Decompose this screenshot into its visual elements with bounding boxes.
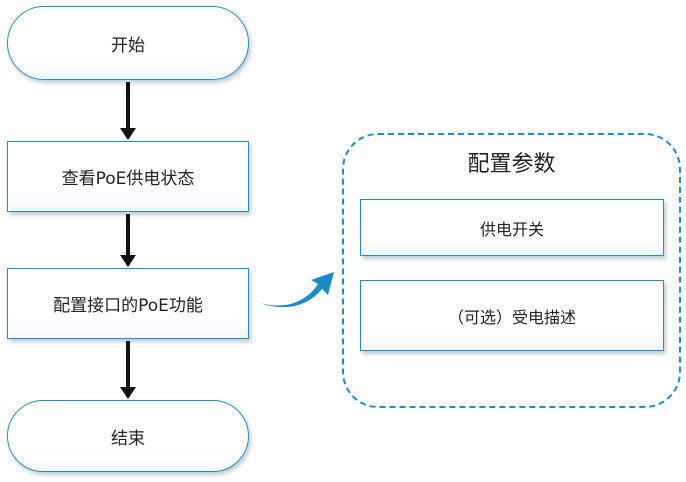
param-power-switch-label: 供电开关	[479, 219, 544, 239]
param-power-switch: 供电开关	[360, 199, 664, 256]
arrow-down-icon	[120, 341, 136, 399]
end-node: 结束	[7, 400, 249, 472]
end-label: 结束	[111, 428, 145, 449]
configure-poe-step: 配置接口的PoE功能	[7, 268, 249, 339]
start-node: 开始	[7, 6, 249, 80]
start-label: 开始	[111, 35, 145, 56]
check-poe-status-label: 查看PoE供电状态	[61, 169, 195, 189]
check-poe-status-step: 查看PoE供电状态	[7, 141, 249, 212]
param-pd-description-label: （可选）受电描述	[447, 307, 576, 327]
config-params-title: 配置参数	[467, 152, 556, 177]
config-params-group	[342, 133, 681, 408]
arrow-down-icon	[120, 214, 136, 267]
arrow-down-icon	[120, 82, 136, 140]
curved-arrow-icon	[260, 272, 334, 308]
configure-poe-label: 配置接口的PoE功能	[53, 296, 203, 316]
param-pd-description: （可选）受电描述	[360, 280, 664, 351]
